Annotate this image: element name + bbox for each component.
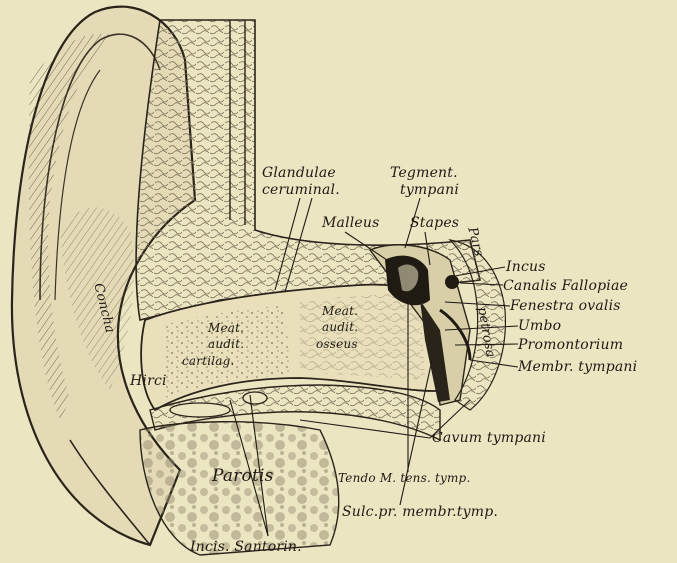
parotid-gland — [140, 422, 339, 555]
label-tympani-upper: tympani — [400, 183, 459, 197]
label-promontorium: Promontorium — [518, 338, 623, 352]
label-stapes: Stapes — [410, 216, 459, 230]
label-parotis: Parotis — [212, 468, 274, 485]
label-ceruminal: ceruminal. — [262, 183, 340, 197]
label-tendo-m-tens-tymp: Tendo M. tens. tymp. — [338, 472, 470, 484]
label-tegment: Tegment. — [390, 166, 458, 180]
label-meat-cartilag-3: cartilag. — [182, 355, 235, 367]
label-fenestra-ovalis: Fenestra ovalis — [510, 299, 621, 313]
label-cavum-tympani: Cavum tympani — [432, 431, 546, 445]
label-meat-cartilag-2: audit. — [208, 338, 244, 350]
label-canalis-fallopiae: Canalis Fallopiae — [503, 279, 628, 293]
label-meat-osseus-3: osseus — [316, 338, 358, 350]
label-umbo: Umbo — [518, 319, 561, 333]
canalis-fallopiae-mark — [445, 275, 459, 289]
label-membr-tympani: Membr. tympani — [518, 360, 637, 374]
label-meat-osseus-2: audit. — [322, 321, 358, 333]
label-incus: Incus — [506, 260, 546, 274]
label-meat-osseus-1: Meat. — [322, 305, 358, 317]
label-meat-cartilag-1: Meat. — [208, 322, 244, 334]
label-glandulae: Glandulae — [262, 166, 336, 180]
label-sulc-pr-membr-tymp: Sulc.pr. membr.tymp. — [342, 505, 498, 519]
label-hirci: Hirci — [130, 374, 167, 388]
label-malleus: Malleus — [322, 216, 380, 230]
label-incis-santorin: Incis. Santorin. — [190, 540, 302, 554]
